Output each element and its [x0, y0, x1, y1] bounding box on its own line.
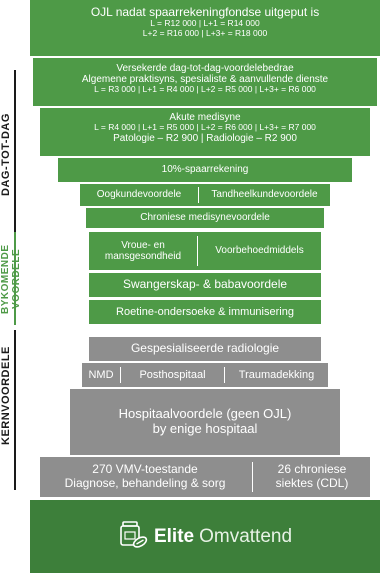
tier-hospital: Hospitaalvoordele (geen OJL) by enige ho… — [70, 389, 340, 455]
nmd-divider — [120, 367, 121, 383]
plan-footer: Elite Omvattend — [30, 500, 380, 573]
maternity-label: Swangerskap- & babavoordele — [122, 277, 288, 292]
plan-name: Omvattend — [199, 525, 293, 547]
pmb-subtitle: Diagnose, behandeling & sorg — [64, 476, 226, 490]
trauma-benefit: Traumadekking — [225, 363, 328, 387]
pathology-radiology: Patologie – R2 900 | Radiologie – R2 900 — [113, 132, 297, 144]
cdl-subtitle: siektes (CDL) — [275, 476, 349, 490]
tier-optometry-dental: Oogkundevoordele Tandheelkundevoordele — [80, 184, 330, 206]
optometry-dental-divider — [198, 187, 199, 203]
acute-medicine-title: Akute medisyne — [169, 112, 241, 123]
section-label-core: KERNVOORDELE — [0, 346, 12, 446]
day-to-day-values: L = R3 000 | L+1 = R4 000 | L+2 = R5 000… — [94, 84, 316, 95]
tier-acute-medicine: Akute medisyne L = R4 000 | L+1 = R5 000… — [40, 108, 370, 156]
tier-nmd-posthosp-trauma: NMD Posthospitaal Traumadekking — [82, 363, 328, 387]
pmb-title: 270 VMV-toestande — [92, 462, 198, 477]
tier-day-to-day: Versekerde dag-tot-dag-voordelebedrae Al… — [33, 58, 377, 106]
savings-threshold-title: OJL nadat spaarrekeningfondse uitgeput i… — [90, 5, 320, 19]
dental-label: Tandheelkundevoordele — [211, 189, 318, 201]
core-section-rule — [14, 330, 16, 490]
tier-maternity: Swangerskap- & babavoordele — [89, 273, 321, 297]
cdl-benefit: 26 chroniese siektes (CDL) — [254, 457, 370, 497]
tier-health-contraceptives: Vroue- en mansgesondheid Voorbehoedmidde… — [89, 232, 321, 270]
specialised-radiology-label: Gespesialiseerde radiologie — [130, 341, 280, 356]
savings-threshold-values-1: L = R12 000 | L+1 = R14 000 — [150, 18, 260, 29]
contraceptives-benefit: Voorbehoedmiddels — [198, 232, 321, 270]
posthospital-label: Posthospitaal — [139, 368, 206, 381]
extra-section-rule — [14, 232, 16, 325]
hospital-subtitle: by enige hospitaal — [152, 421, 258, 436]
health-contraceptives-divider — [197, 236, 198, 266]
cdl-title: 26 chroniese — [277, 462, 347, 477]
tier-specialised-radiology: Gespesialiseerde radiologie — [89, 337, 321, 361]
acute-medicine-values: L = R4 000 | L+1 = R5 000 | L+2 = R6 000… — [94, 122, 316, 133]
dental-benefit: Tandheelkundevoordele — [199, 184, 330, 206]
tier-chronic-medicine: Chroniese medisynevoordele — [86, 208, 324, 228]
tier-savings-account: 10%-spaarrekening — [58, 158, 352, 182]
screening-label: Roetine-ondersoeke & immunisering — [116, 305, 294, 318]
trauma-label: Traumadekking — [238, 368, 315, 381]
savings-account-label: 10%-spaarrekening — [161, 164, 249, 176]
hospital-title: Hospitaalvoordele (geen OJL) — [118, 406, 292, 422]
optometry-benefit: Oogkundevoordele — [80, 184, 198, 206]
nmd-benefit: NMD — [82, 363, 120, 387]
tier-pmb-cdl: 270 VMV-toestande Diagnose, behandeling … — [40, 457, 370, 497]
day-to-day-title: Versekerde dag-tot-dag-voordelebedrae — [116, 63, 294, 74]
tier-screening: Roetine-ondersoeke & immunisering — [89, 300, 321, 324]
pmb-benefit: 270 VMV-toestande Diagnose, behandeling … — [40, 457, 250, 497]
savings-threshold-values-2: L+2 = R16 000 | L+3+ = R18 000 — [142, 27, 268, 38]
day-to-day-subtitle: Algemene praktisyns, spesialiste & aanvu… — [81, 74, 329, 86]
tier-savings-threshold: OJL nadat spaarrekeningfondse uitgeput i… — [30, 0, 380, 56]
section-label-extra: BYKOMENDE VOORDELE — [0, 238, 26, 320]
chronic-medicine-label: Chroniese medisynevoordele — [140, 212, 270, 224]
pmb-cdl-divider — [252, 462, 253, 492]
contraceptives-label: Voorbehoedmiddels — [215, 245, 304, 257]
health-benefit: Vroue- en mansgesondheid — [89, 232, 197, 270]
posthospital-divider — [224, 367, 225, 383]
health-label: Vroue- en mansgesondheid — [104, 239, 182, 263]
nmd-label: NMD — [88, 368, 114, 381]
optometry-label: Oogkundevoordele — [96, 189, 182, 201]
section-label-extra-text: BYKOMENDE VOORDELE — [0, 244, 22, 314]
plan-brand: Elite — [153, 525, 195, 547]
section-label-daily: DAG-TOT-DAG — [0, 113, 12, 197]
medicine-bottle-icon — [118, 519, 148, 554]
daily-section-rule — [14, 70, 16, 240]
posthospital-benefit: Posthospitaal — [121, 363, 224, 387]
